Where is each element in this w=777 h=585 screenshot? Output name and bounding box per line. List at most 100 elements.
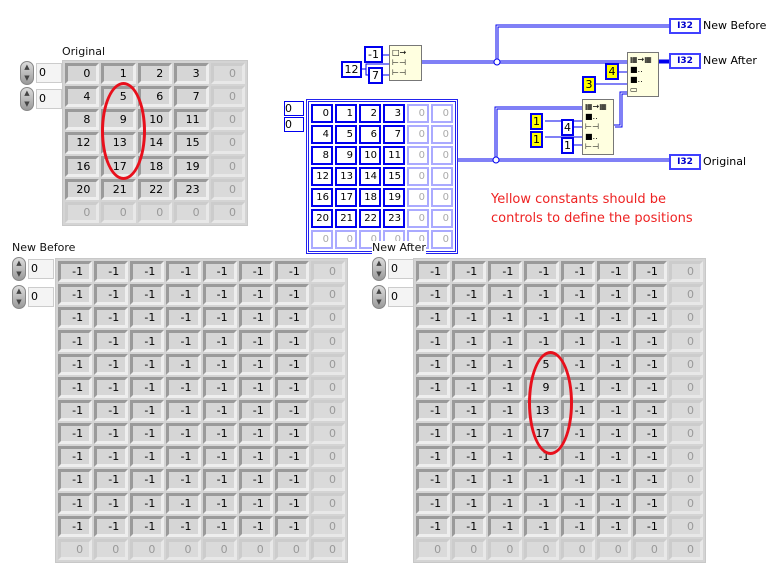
array-element[interactable]: -1	[130, 307, 165, 329]
empty-element[interactable]: 0	[632, 538, 667, 560]
array-element[interactable]: 0	[311, 104, 333, 123]
array-element[interactable]: -1	[488, 353, 523, 375]
array-subset-node[interactable]: ▦→▦■‥⊢⊣■‥⊢⊣	[582, 99, 614, 155]
array-element[interactable]: -1	[632, 330, 667, 352]
array-element[interactable]: -1	[452, 376, 487, 398]
array-element[interactable]: -1	[166, 423, 201, 445]
array-element[interactable]: 0	[65, 63, 100, 85]
array-element[interactable]: 3	[174, 63, 209, 85]
array-element[interactable]: -1	[274, 515, 309, 537]
empty-element[interactable]: 0	[310, 469, 345, 491]
array-element[interactable]: -1	[238, 399, 273, 422]
array-element[interactable]: -1	[238, 376, 273, 398]
array-element[interactable]: -1	[166, 515, 201, 537]
array-element[interactable]: 19	[174, 155, 209, 177]
array-element[interactable]: -1	[274, 353, 309, 375]
array-element[interactable]: 7	[174, 86, 209, 108]
array-element[interactable]: -1	[130, 284, 165, 306]
array-element[interactable]: -1	[58, 423, 93, 445]
array-element[interactable]: 13	[101, 132, 136, 154]
empty-element[interactable]: 0	[524, 538, 559, 560]
array-element[interactable]: -1	[452, 399, 487, 422]
array-element[interactable]: -1	[416, 399, 451, 422]
array-element[interactable]: -1	[166, 307, 201, 329]
empty-element[interactable]: 0	[431, 125, 453, 144]
array-element[interactable]: -1	[632, 307, 667, 329]
array-element[interactable]: 10	[359, 146, 381, 165]
array-element[interactable]: -1	[58, 469, 93, 491]
array-element[interactable]: -1	[94, 261, 129, 283]
array-element[interactable]: -1	[488, 515, 523, 537]
array-element[interactable]: -1	[488, 423, 523, 445]
row-start-constant[interactable]: 1	[530, 113, 543, 130]
array-element[interactable]: -1	[238, 307, 273, 329]
array-element[interactable]: -1	[560, 469, 595, 491]
array-element[interactable]: -1	[202, 446, 237, 468]
original-row-index[interactable]: ▲▼0	[20, 61, 62, 85]
empty-element[interactable]: 0	[310, 353, 345, 375]
array-element[interactable]: -1	[632, 515, 667, 537]
array-element[interactable]: -1	[94, 284, 129, 306]
spinner-icon[interactable]: ▲▼	[12, 285, 26, 309]
array-element[interactable]: -1	[274, 261, 309, 283]
array-element[interactable]: -1	[58, 353, 93, 375]
col-length-constant[interactable]: 1	[561, 137, 574, 154]
empty-element[interactable]: 0	[668, 446, 703, 468]
empty-element[interactable]: 0	[174, 201, 209, 223]
empty-element[interactable]: 0	[166, 538, 201, 560]
array-element[interactable]: -1	[560, 353, 595, 375]
array-element[interactable]: -1	[274, 307, 309, 329]
array-element[interactable]: -1	[94, 376, 129, 398]
array-element[interactable]: 11	[383, 146, 405, 165]
new-after-col-index[interactable]: ▲▼0	[372, 285, 414, 309]
array-element[interactable]: -1	[596, 492, 631, 514]
replace-array-subset-node[interactable]: ▦→▦■‥■‥▭	[627, 52, 659, 97]
array-element[interactable]: -1	[632, 446, 667, 468]
array-element[interactable]: -1	[274, 423, 309, 445]
array-element[interactable]: -1	[596, 376, 631, 398]
empty-element[interactable]: 0	[137, 201, 173, 223]
array-element[interactable]: -1	[238, 261, 273, 283]
empty-element[interactable]: 0	[310, 446, 345, 468]
new-after-row-index[interactable]: ▲▼0	[372, 257, 414, 281]
empty-element[interactable]: 0	[274, 538, 309, 560]
array-element[interactable]: -1	[416, 307, 451, 329]
empty-element[interactable]: 0	[407, 146, 429, 165]
array-element[interactable]: -1	[238, 492, 273, 514]
array-element[interactable]: -1	[416, 423, 451, 445]
spinner-icon[interactable]: ▲▼	[20, 61, 34, 85]
array-element[interactable]: -1	[202, 353, 237, 375]
array-element[interactable]: -1	[166, 284, 201, 306]
array-element[interactable]: -1	[596, 330, 631, 352]
array-element[interactable]: 20	[65, 178, 100, 200]
initialize-array-node[interactable]: □→⊢⊣⊢⊣	[389, 45, 422, 81]
empty-element[interactable]: 0	[310, 492, 345, 514]
array-element[interactable]: -1	[488, 330, 523, 352]
array-element[interactable]: 14	[137, 132, 173, 154]
array-element[interactable]: -1	[416, 515, 451, 537]
array-element[interactable]: -1	[58, 307, 93, 329]
empty-element[interactable]: 0	[94, 538, 129, 560]
array-element[interactable]: 10	[137, 109, 173, 131]
new-before-col-index[interactable]: ▲▼0	[12, 285, 54, 309]
array-element[interactable]: 13	[524, 399, 559, 422]
spinner-icon[interactable]: ▲▼	[20, 87, 34, 111]
array-element[interactable]: -1	[524, 307, 559, 329]
empty-element[interactable]: 0	[668, 261, 703, 283]
array-element[interactable]: -1	[488, 469, 523, 491]
array-element[interactable]: -1	[166, 492, 201, 514]
array-element[interactable]: -1	[94, 492, 129, 514]
array-element[interactable]: -1	[274, 284, 309, 306]
empty-element[interactable]: 0	[210, 201, 245, 223]
array-element[interactable]: -1	[416, 261, 451, 283]
array-element[interactable]: -1	[596, 446, 631, 468]
array-element[interactable]: -1	[94, 353, 129, 375]
empty-element[interactable]: 0	[210, 86, 245, 108]
array-element[interactable]: 12	[65, 132, 100, 154]
array-element[interactable]: -1	[238, 469, 273, 491]
empty-element[interactable]: 0	[210, 155, 245, 177]
array-element[interactable]: -1	[202, 330, 237, 352]
array-element[interactable]: 9	[335, 146, 357, 165]
